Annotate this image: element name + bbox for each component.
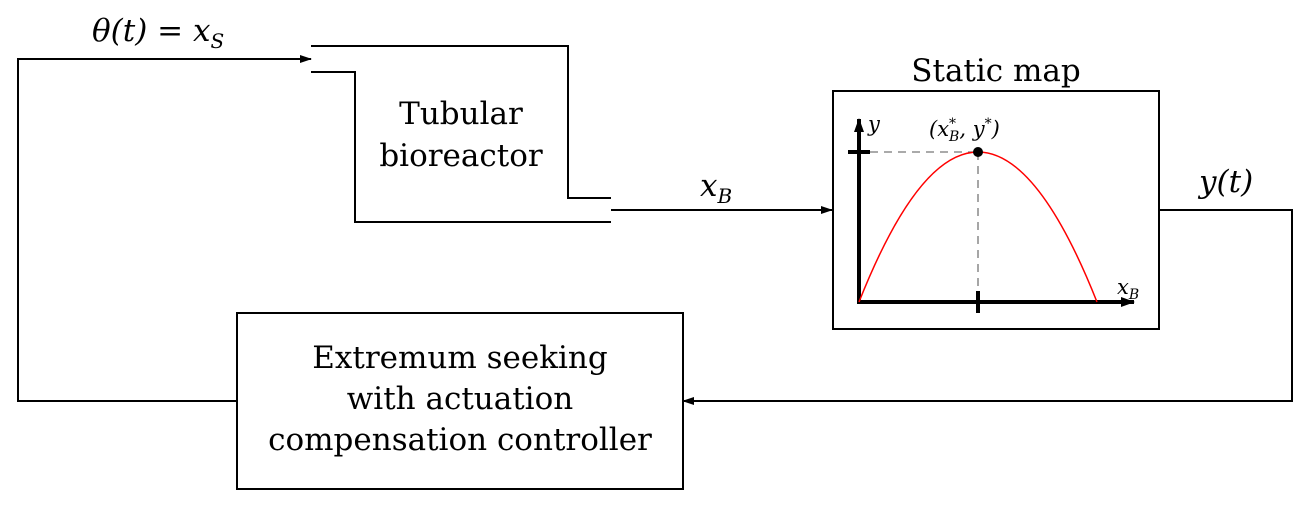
controller-label-line1: Extremum seeking	[312, 340, 607, 376]
input-signal-label: θ(t) = xS	[92, 13, 224, 53]
optimum-label: (x*B, y*)	[929, 116, 1000, 145]
output-signal-label: y(t)	[1197, 164, 1253, 200]
static-map-title: Static map	[911, 53, 1081, 89]
static-map-y-axis-label: y	[867, 112, 881, 136]
static-map-x-axis-label: xB	[1117, 275, 1139, 303]
controller-box	[236, 312, 684, 490]
bioreactor-label-line1: Tubular	[399, 96, 523, 132]
xb-signal-label: xB	[700, 168, 732, 208]
feedback-control-line	[17, 55, 312, 402]
optimum-point	[973, 147, 983, 157]
bioreactor-lower-wall	[311, 71, 611, 223]
bioreactor-upper-wall	[311, 45, 611, 199]
controller-label-line2: with actuation	[347, 381, 574, 417]
bioreactor-label-line2: bioreactor	[379, 138, 543, 174]
output-feedback-line	[682, 209, 1293, 405]
controller-label-line3: compensation controller	[268, 422, 652, 458]
